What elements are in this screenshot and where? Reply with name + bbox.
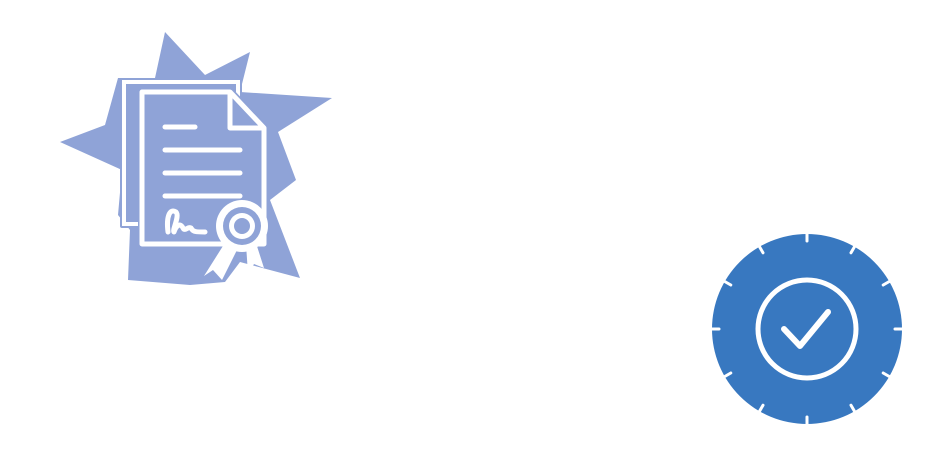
check-ring <box>755 277 859 381</box>
signature-mark <box>165 208 208 235</box>
badge-notch <box>757 403 765 415</box>
badge-notches <box>708 230 906 428</box>
check-circle-badge-icon <box>708 230 906 428</box>
badge-notch <box>721 279 733 287</box>
seal-center <box>234 218 250 234</box>
badge-circle <box>712 234 902 424</box>
badge-notch <box>849 403 857 415</box>
certificate-document-icon <box>60 32 332 285</box>
folded-corner <box>227 92 264 131</box>
badge-notch <box>849 243 857 255</box>
front-paper-outline <box>139 89 267 247</box>
badge-notch <box>881 279 893 287</box>
badge-notch <box>881 371 893 379</box>
badge-notch <box>757 243 765 255</box>
badge-notch <box>721 371 733 379</box>
check-mark <box>781 309 831 349</box>
